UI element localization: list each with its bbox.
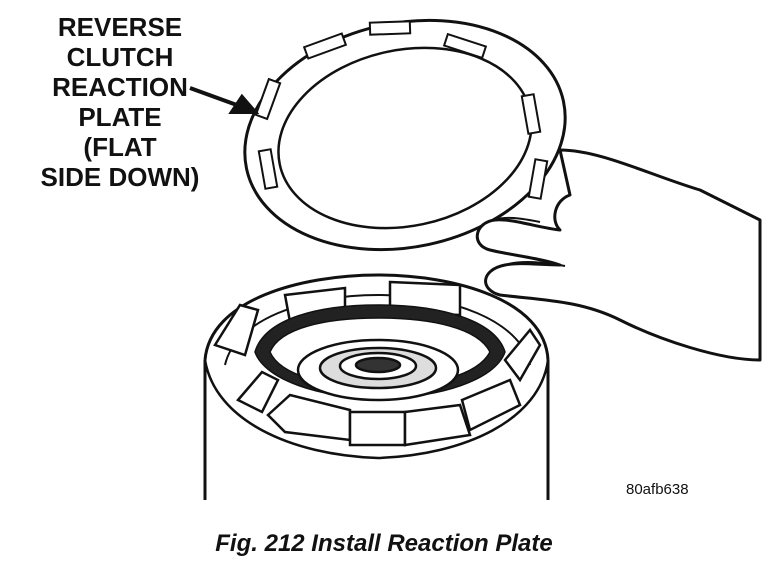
hand	[475, 148, 762, 362]
callout-line: REVERSE	[57, 12, 183, 42]
reaction-plate	[243, 18, 567, 252]
image-code: 80afb638	[626, 481, 689, 498]
figure-caption: Fig. 212 Install Reaction Plate	[215, 530, 553, 557]
hub	[296, 338, 460, 402]
callout-line: PLATE	[78, 102, 162, 132]
callout-label: REVERSE CLUTCH REACTION PLATE (FLAT SIDE…	[35, 12, 205, 192]
callout-line: CLUTCH	[66, 42, 174, 72]
callout-line: REACTION	[52, 72, 188, 102]
callout-line: (FLAT	[83, 132, 157, 162]
callout-line: SIDE DOWN)	[40, 162, 200, 192]
callout-arrow	[189, 86, 260, 114]
